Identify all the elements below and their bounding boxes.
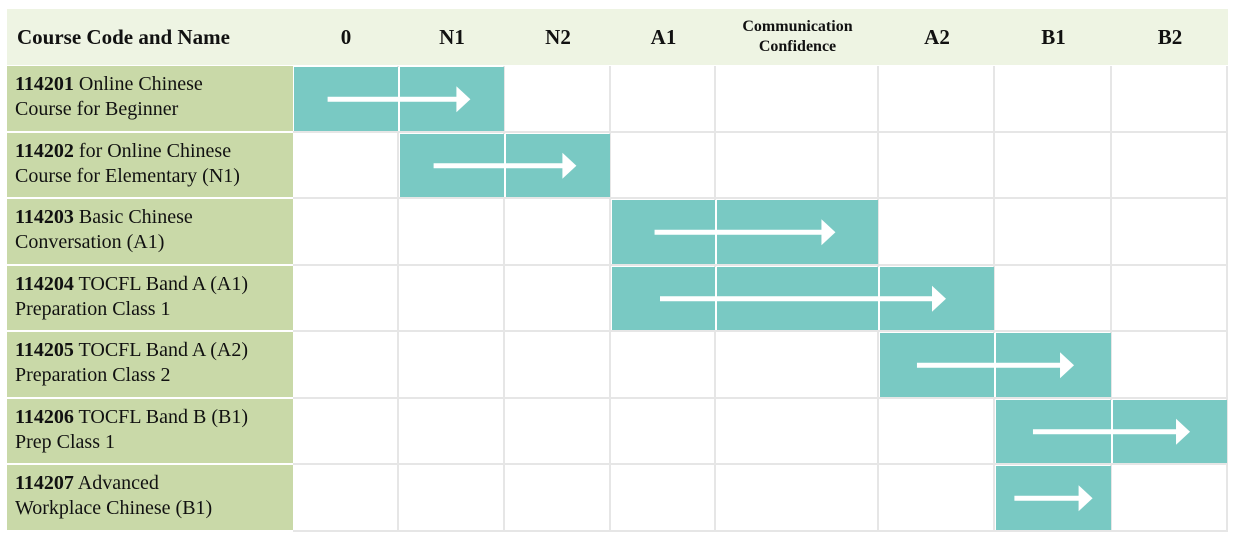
- grid-cell: [505, 66, 611, 133]
- grid-cell: [611, 132, 716, 199]
- grid-cell: [505, 265, 611, 332]
- grid-cell: [1112, 199, 1228, 266]
- header-level-4: Communication Confidence: [716, 9, 879, 65]
- course-name-line2: Course for Beginner: [15, 98, 179, 120]
- course-label-114205: 114205 TOCFL Band A (A2) Preparation Clas…: [7, 332, 293, 397]
- course-code: 114201: [15, 73, 74, 95]
- course-name-line2: Workplace Chinese (B1): [15, 497, 213, 519]
- grid-cell: [293, 132, 399, 199]
- grid-cell: [716, 398, 879, 465]
- grid-cell: [995, 132, 1112, 199]
- grid-cell: [716, 66, 879, 133]
- grid-cell: [293, 199, 399, 266]
- header-level-7: B2: [1112, 9, 1228, 65]
- course-name-line1: TOCFL Band A (A1): [73, 272, 248, 295]
- course-code: 114205: [15, 339, 74, 361]
- course-name-line2: Preparation Class 2: [15, 364, 171, 386]
- grid-cell: [293, 265, 399, 332]
- header-level-6: B1: [995, 9, 1112, 65]
- grid-cell: [1112, 332, 1228, 399]
- grid-cell: [1112, 265, 1228, 332]
- grid-cell: [995, 66, 1112, 133]
- grid-cell: [505, 398, 611, 465]
- course-name-line1: Basic Chinese: [73, 206, 193, 228]
- grid-cell: [293, 398, 399, 465]
- course-code: 114204: [15, 272, 74, 295]
- grid-cell: [1112, 66, 1228, 133]
- course-code: 114202: [15, 139, 74, 162]
- grid-cell: [716, 132, 879, 199]
- course-name-line1: Online Chinese: [73, 73, 203, 95]
- course-label-114204: 114204 TOCFL Band A (A1)Preparation Clas…: [7, 265, 293, 330]
- course-name-line1: for Online Chinese: [73, 139, 232, 162]
- course-code: 114206: [15, 405, 74, 428]
- grid-cell: [505, 465, 611, 532]
- course-name-line2: Prep Class 1: [15, 430, 115, 453]
- grid-cell: [1112, 132, 1228, 199]
- grid-cell: [611, 66, 716, 133]
- grid-cell: [716, 465, 879, 532]
- grid-cell: [611, 332, 716, 399]
- grid-cell: [879, 199, 995, 266]
- course-label-114206: 114206 TOCFL Band B (B1)Prep Class 1: [7, 398, 293, 463]
- header-level-5: A2: [879, 9, 995, 65]
- grid-cell: [995, 265, 1112, 332]
- course-name-line2: Preparation Class 1: [15, 297, 171, 320]
- grid-cell: [611, 465, 716, 532]
- grid-cell: [716, 332, 879, 399]
- grid-cell: [879, 132, 995, 199]
- course-name-line1: Advanced: [73, 472, 159, 494]
- course-name-line2: Conversation (A1): [15, 231, 165, 253]
- course-code: 114203: [15, 206, 74, 228]
- grid-cell: [399, 465, 505, 532]
- grid-cell: [505, 199, 611, 266]
- grid-cell: [399, 265, 505, 332]
- grid-cell: [399, 398, 505, 465]
- course-name-line1: TOCFL Band A (A2): [73, 339, 248, 361]
- grid-cell: [879, 465, 995, 532]
- grid-cell: [879, 66, 995, 133]
- grid-cell: [293, 465, 399, 532]
- grid-cell: [293, 332, 399, 399]
- grid-cell: [995, 199, 1112, 266]
- course-code: 114207: [15, 472, 74, 494]
- grid-cell: [1112, 465, 1228, 532]
- grid-cell: [505, 332, 611, 399]
- course-name-line2: Course for Elementary (N1): [15, 164, 240, 187]
- course-name-line1: TOCFL Band B (B1): [73, 405, 248, 428]
- grid-cell: [611, 398, 716, 465]
- grid-cell: [399, 199, 505, 266]
- header-level-0: 0: [293, 9, 399, 65]
- grid-cell: [399, 332, 505, 399]
- grid-cell: [879, 398, 995, 465]
- header-level-3: A1: [611, 9, 716, 65]
- header-course-code-and-name: Course Code and Name: [7, 9, 293, 65]
- header-level-1: N1: [399, 9, 505, 65]
- header-level-2: N2: [505, 9, 611, 65]
